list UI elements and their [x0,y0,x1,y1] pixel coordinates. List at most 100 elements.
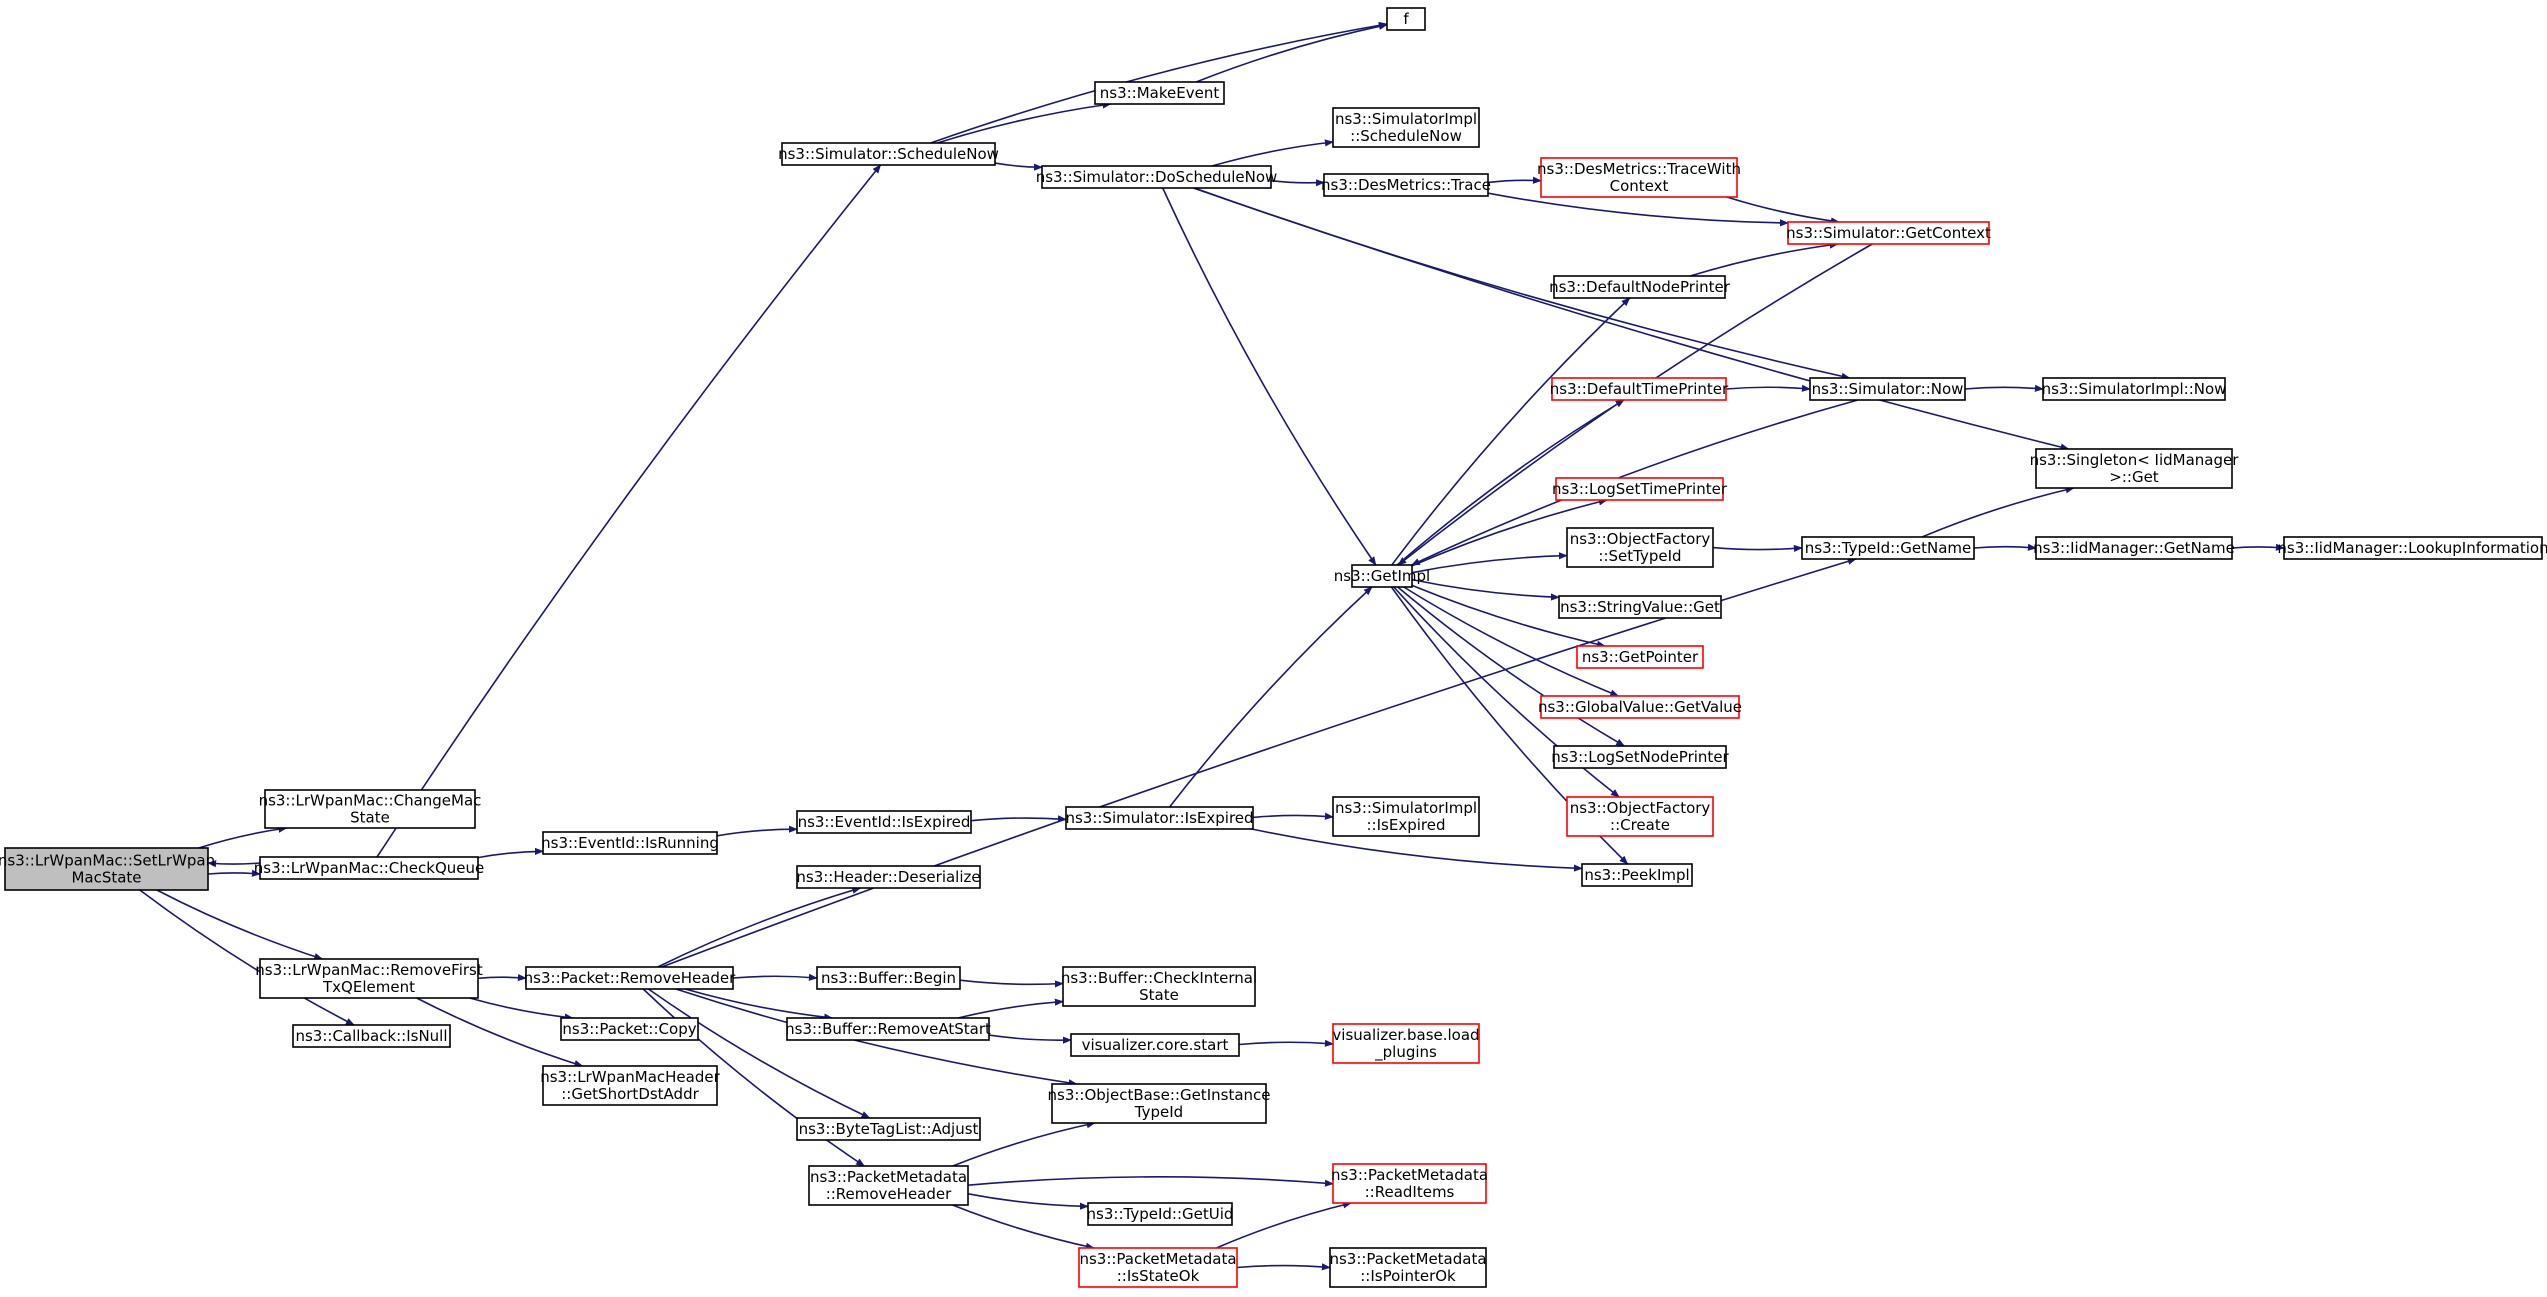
edge-packetRemoveHeader-to-headerDeserialize [657,886,862,968]
node-label-line: ::GetShortDstAddr [561,1085,699,1103]
node-desMetricsTrace[interactable]: ns3::DesMetrics::Trace [1321,173,1491,197]
node-headerDeserialize[interactable]: ns3::Header::Deserialize [796,865,981,889]
node-typeIdGetUid[interactable]: ns3::TypeId::GetUid [1087,1202,1234,1226]
node-label-line: ns3::ObjectFactory [1570,799,1711,817]
node-bufferRemoveAtStart[interactable]: ns3::Buffer::RemoveAtStart [785,1017,991,1041]
node-makeEvent[interactable]: ns3::MakeEvent [1094,81,1225,105]
node-label-line: ns3::Simulator::DoScheduleNow [1036,168,1278,186]
node-objFactorySetTypeId[interactable]: ns3::ObjectFactory::SetTypeId [1566,527,1714,568]
node-vizCoreStart[interactable]: visualizer.core.start [1070,1033,1240,1057]
node-box [796,1117,981,1141]
node-label-line: ns3::LogSetNodePrinter [1551,748,1729,766]
node-box [2035,536,2233,560]
edge-bufferBegin-to-bufferCheckInternal [959,979,1064,988]
node-logSetNodePrinter[interactable]: ns3::LogSetNodePrinter [1551,745,1730,769]
node-box [1555,477,1724,501]
node-getPointer[interactable]: ns3::GetPointer [1576,645,1704,669]
node-box [1566,796,1714,837]
node-label-line: ns3::PacketMetadata [810,1168,967,1186]
node-packetRemoveHeader[interactable]: ns3::Packet::RemoveHeader [524,966,736,990]
node-label-line: ns3::Header::Deserialize [796,868,980,886]
edge-bufferRemoveAtStart-to-vizCoreStart [988,1034,1072,1044]
node-lrWpanMacHeaderGetShortDst[interactable]: ns3::LrWpanMacHeader::GetShortDstAddr [540,1065,721,1106]
node-logSetTimePrinter[interactable]: ns3::LogSetTimePrinter [1552,477,1728,501]
node-eventIdIsExpired[interactable]: ns3::EventId::IsExpired [796,810,972,834]
node-label-line: TxQElement [322,978,415,996]
node-box [1094,81,1225,105]
node-packetMetadataRemoveHeader[interactable]: ns3::PacketMetadata::RemoveHeader [808,1165,969,1206]
node-label-line: f [1403,10,1409,28]
edge-eventIdIsExpired-to-simIsExpired [970,815,1067,823]
node-getContext[interactable]: ns3::Simulator::GetContext [1786,221,1991,245]
node-iidManagerLookup[interactable]: ns3::IidManager::LookupInformation [2277,536,2547,560]
node-callbackIsNull[interactable]: ns3::Callback::IsNull [292,1024,451,1048]
node-label-line: ns3::GlobalValue::GetValue [1538,698,1742,716]
node-stringValueGet[interactable]: ns3::StringValue::Get [1558,595,1722,619]
node-label-line: ns3::TypeId::GetName [1805,539,1971,557]
node-typeIdGetName[interactable]: ns3::TypeId::GetName [1801,536,1975,560]
edge-makeEvent-to-f [1195,22,1388,83]
node-simImplIsExpired[interactable]: ns3::SimulatorImpl::IsExpired [1332,796,1480,837]
node-label-line: MacState [71,869,141,887]
node-label-line: ::IsPointerOk [1360,1267,1456,1285]
node-label-line: visualizer.core.start [1082,1036,1229,1054]
node-vizBaseLoadPlugins[interactable]: visualizer.base.load_plugins [1332,1023,1480,1064]
node-scheduleNow[interactable]: ns3::Simulator::ScheduleNow [778,142,999,166]
node-box [1332,1023,1480,1064]
node-simImplNow[interactable]: ns3::SimulatorImpl::Now [2042,377,2227,401]
node-box [816,966,961,990]
node-simIsExpired[interactable]: ns3::Simulator::IsExpired [1065,806,1254,830]
node-label-line: TypeId [1134,1103,1183,1121]
node-iidManagerGetName[interactable]: ns3::IidManager::GetName [2033,536,2235,560]
edge-bufferRemoveAtStart-to-bufferCheckInternal [957,998,1064,1019]
node-label-line: ns3::IidManager::LookupInformation [2277,539,2547,557]
edge-packetMetadataIsStateOk-to-packetMetadataReadItems [1216,1201,1352,1249]
node-peekImpl[interactable]: ns3::PeekImpl [1581,863,1693,887]
node-box [1801,536,1975,560]
edge-typeIdGetName-to-iidManagerGetName [1973,543,2037,551]
node-box [1332,796,1480,837]
node-objFactoryCreate[interactable]: ns3::ObjectFactory::Create [1566,796,1714,837]
node-doScheduleNow[interactable]: ns3::Simulator::DoScheduleNow [1036,165,1278,189]
node-packetMetadataIsPointerOk[interactable]: ns3::PacketMetadata::IsPointerOk [1329,1247,1487,1288]
node-box [2042,377,2226,401]
node-packetMetadataIsStateOk[interactable]: ns3::PacketMetadata::IsStateOk [1078,1247,1238,1288]
edge-root-to-removeFirst [156,889,324,960]
node-label-line: ns3::IidManager::GetName [2033,539,2235,557]
node-simImplScheduleNow[interactable]: ns3::SimulatorImpl::ScheduleNow [1332,107,1480,148]
node-label-line: ns3::Packet::Copy [562,1020,696,1038]
node-defaultTimePrinter[interactable]: ns3::DefaultTimePrinter [1550,377,1729,401]
edge-packetRemoveHeader-to-bufferRemoveAtStart [685,988,834,1021]
node-globalValueGetValue[interactable]: ns3::GlobalValue::GetValue [1538,695,1742,719]
edge-getImpl-to-globalValueGetValue [1403,586,1620,697]
edge-scheduleNow-to-f [930,21,1388,144]
node-box [1323,173,1489,197]
node-eventIdIsRunning[interactable]: ns3::EventId::IsRunning [541,831,719,855]
node-label-line: ns3::GetPointer [1582,648,1699,666]
edge-doScheduleNow-to-simImplScheduleNow [1211,139,1334,167]
node-label-line: ns3::MakeEvent [1100,84,1220,102]
node-bufferBegin[interactable]: ns3::Buffer::Begin [816,966,961,990]
node-label-line: ns3::EventId::IsRunning [541,834,719,852]
node-label-line: ns3::Packet::RemoveHeader [524,969,736,987]
node-packetMetadataReadItems[interactable]: ns3::PacketMetadata::ReadItems [1331,1163,1488,1204]
node-singletonGet[interactable]: ns3::Singleton< IidManager>::Get [2030,448,2240,489]
edge-packetRemoveHeader-to-bufferBegin [732,973,818,981]
node-getImpl[interactable]: ns3::GetImpl [1334,564,1430,588]
node-byteTagListAdjust[interactable]: ns3::ByteTagList::Adjust [796,1117,981,1141]
node-defaultNodePrinter[interactable]: ns3::DefaultNodePrinter [1549,275,1731,299]
node-simNow[interactable]: ns3::Simulator::Now [1809,377,1966,401]
edge-vizCoreStart-to-vizBaseLoadPlugins [1238,1039,1334,1047]
node-checkQueue[interactable]: ns3::LrWpanMac::CheckQueue [254,856,484,880]
node-box [1809,377,1966,401]
edge-getImpl-to-objFactoryCreate [1393,586,1620,798]
node-packetCopy[interactable]: ns3::Packet::Copy [560,1017,699,1041]
node-f[interactable]: f [1386,7,1426,31]
node-box [1540,695,1740,719]
